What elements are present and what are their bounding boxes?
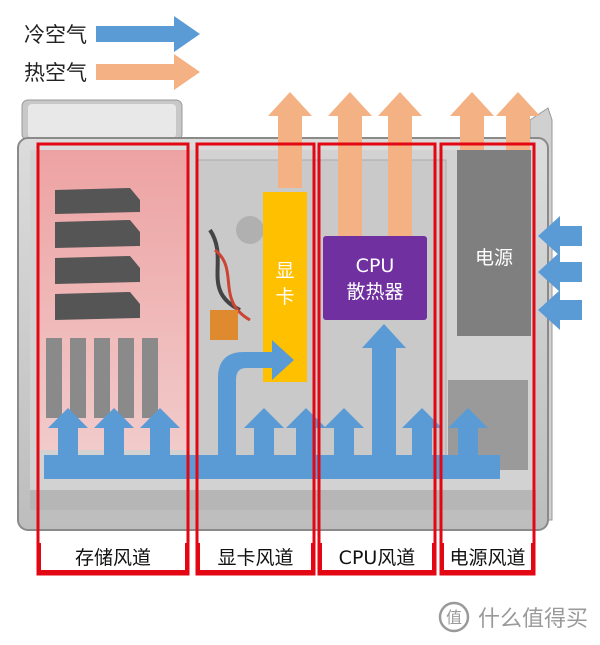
psu-block xyxy=(457,150,531,336)
smzdm-logo-icon: 值 xyxy=(438,601,470,633)
cpu-label-line2: 散热器 xyxy=(346,281,404,303)
drive-bays xyxy=(55,188,140,320)
cold-air-arrow-icon xyxy=(96,16,200,52)
expansion-slots xyxy=(46,338,158,418)
zone-label-cpu: CPU风道 xyxy=(319,543,435,573)
zone-label-gpu: 显卡风道 xyxy=(197,543,314,573)
zone-outline-psu xyxy=(439,142,536,576)
zone-outline-storage xyxy=(36,142,190,576)
legend-hot-label: 热空气 xyxy=(24,61,87,85)
cold-air-arrows xyxy=(44,216,582,479)
watermark-text: 什么值得买 xyxy=(477,607,588,632)
watermark: 值 什么值得买 xyxy=(438,600,588,634)
zone-outlines xyxy=(36,142,536,576)
gpu-label-text: 显卡 xyxy=(275,260,295,308)
svg-text:值: 值 xyxy=(446,608,462,627)
legend-cold: 冷空气 xyxy=(24,14,206,54)
hot-air-arrow-icon xyxy=(96,54,200,90)
zone-label-psu: 电源风道 xyxy=(441,543,534,573)
cpu-label-line1: CPU xyxy=(355,255,395,277)
hot-air-arrows xyxy=(268,92,540,238)
zone-outline-cpu xyxy=(317,142,437,576)
cpu-cooler-label: CPU 散热器 xyxy=(323,253,427,305)
gpu-block xyxy=(263,192,307,382)
legend-hot: 热空气 xyxy=(24,52,206,92)
zone-label-storage: 存储风道 xyxy=(38,543,188,573)
psu-label-text: 电源 xyxy=(474,247,513,269)
gpu-label: 显卡 xyxy=(263,258,307,310)
psu-label: 电源 xyxy=(457,245,531,271)
zone-outline-gpu xyxy=(195,142,316,576)
legend-cold-label: 冷空气 xyxy=(24,23,87,47)
cpu-cooler-block xyxy=(323,236,427,320)
